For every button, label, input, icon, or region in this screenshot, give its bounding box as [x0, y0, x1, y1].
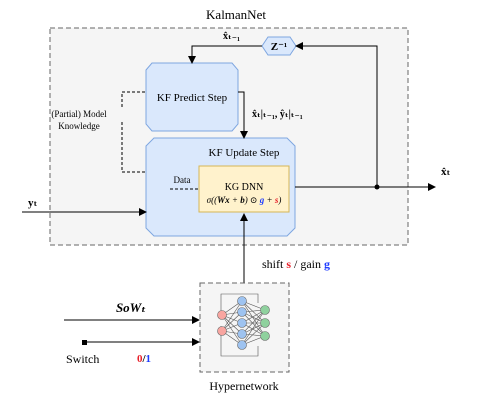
model-knowledge-line-2: Knowledge — [58, 121, 100, 131]
feedback-to-z-arrow — [295, 42, 378, 187]
x-out-label: x̂ₜ — [441, 166, 451, 178]
z-inverse-label: Z⁻¹ — [271, 41, 287, 53]
kg-dnn-title: KG DNN — [225, 182, 264, 193]
model-knowledge-to-predict — [121, 91, 146, 107]
kg-dnn-formula: σ((Wx + b) ⊙ g + s) — [207, 195, 282, 205]
neural-network-nodes — [217, 296, 270, 350]
switch-value-1: 1 — [146, 353, 152, 365]
data-label: Data — [174, 175, 191, 185]
switch-value-0: 0 — [137, 353, 143, 365]
shift-gain-label: shift s / gain g — [262, 257, 330, 271]
model-knowledge-to-update — [121, 122, 146, 173]
switch-value-separator: / — [141, 353, 146, 365]
switch-values: 0/1 — [137, 353, 151, 365]
hypernetwork-title: Hypernetwork — [209, 379, 278, 393]
kalmannet-title: KalmanNet — [206, 7, 266, 22]
sow-label: SoWₜ — [116, 300, 146, 315]
predict-to-update-arrow — [238, 91, 248, 139]
model-knowledge-line-1: (Partial) Model — [51, 109, 107, 119]
kf-predict-block — [145, 62, 239, 132]
predictions-label: x̂ₜ|ₜ₋₁, ŷₜ|ₜ₋₁ — [252, 109, 303, 120]
hypernetwork-box — [199, 282, 290, 373]
kf-update-label: KF Update Step — [209, 147, 280, 159]
switch-marker — [82, 340, 87, 345]
shift-word: shift — [262, 257, 284, 271]
switch-label: Switch — [66, 352, 99, 366]
gain-word: gain — [300, 257, 321, 271]
shift-symbol: s — [286, 257, 291, 271]
x-prev-label: x̂ₜ₋₁ — [223, 31, 240, 42]
kg-dnn-block — [198, 165, 290, 213]
z-to-predict-arrow — [188, 45, 262, 64]
shift-gain-separator: / — [294, 257, 298, 271]
gain-symbol: g — [324, 257, 330, 271]
kf-predict-label: KF Predict Step — [157, 92, 228, 104]
y-input-label: yₜ — [28, 197, 38, 209]
